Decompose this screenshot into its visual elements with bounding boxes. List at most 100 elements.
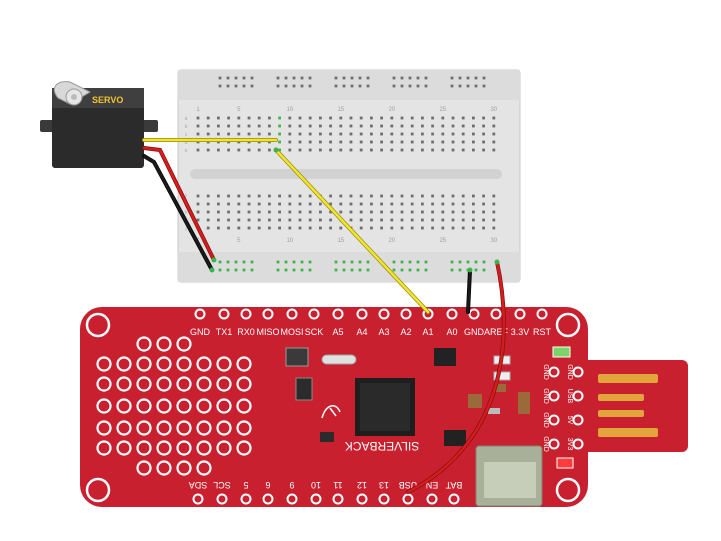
top-pin-hole [218,308,230,320]
breadboard-hole [247,202,251,206]
breadboard-hole [441,194,445,198]
breadboard-hole [390,202,394,206]
breadboard-hole [461,226,465,230]
power-wire [142,146,216,262]
breadboard-hole [319,140,322,144]
rail-hole [218,84,222,88]
bottom-pin-hole [426,493,438,505]
bottom-pin-hole [356,493,368,505]
breadboard-hole [278,210,281,214]
servo-motor: SERVO [40,81,158,168]
breadboard-hole [370,218,373,222]
breadboard-hole [319,218,322,222]
breadboard-hole [349,124,353,128]
rail-hole [450,76,454,80]
rail-hole [342,260,346,264]
jumper-gnd [466,268,472,314]
proto-hole [116,356,132,372]
usb-contact [598,428,658,437]
breadboard-hole [451,210,455,214]
board-name: SILVERBACK [345,439,419,453]
proto-hole [156,460,172,476]
breadboard-hole [247,226,251,230]
proto-hole [96,440,112,456]
breadboard-hole [410,202,414,206]
usb-pin-hole [572,414,584,426]
breadboard-hole [421,116,424,120]
proto-hole [96,420,112,436]
row-letter: e [185,148,188,154]
proto-hole [176,376,192,392]
breadboard-hole [196,218,200,222]
top-pin-hole [286,308,298,320]
rail-hole [366,84,370,88]
breadboard-hole [380,116,383,120]
rail-hole [416,84,420,88]
breadboard-hole [410,140,414,144]
breadboard-hole [339,140,343,144]
breadboard-hole [482,226,485,230]
usb-pin-hole [548,366,560,378]
breadboard-hole [278,218,281,222]
usb-contact [598,374,658,383]
column-number: 20 [388,107,395,113]
breadboard-hole [237,116,241,120]
proto-hole [116,398,132,414]
breadboard-hole [268,148,271,152]
breadboard-hole [441,132,445,136]
breadboard-hole [390,226,394,230]
breadboard-hole [400,148,404,152]
breadboard-hole [441,226,445,230]
proto-hole [116,376,132,392]
breadboard-hole [461,116,465,120]
proto-hole [116,440,132,456]
top-pin-label: A0 [446,327,457,337]
proto-hole [196,460,212,476]
top-pin-hole [262,308,274,320]
jumper-gnd-end [467,267,473,273]
microcontroller-die [360,383,410,431]
rail-hole [234,84,238,88]
usb-pin-hole [572,390,584,402]
rail-hole [392,84,396,88]
breadboard-hole [308,148,312,152]
breadboard-hole [298,116,302,120]
rail-hole [358,260,362,264]
breadboard-hole [359,210,363,214]
usb-contact [598,410,644,417]
rail-hole [342,76,346,80]
breadboard-hole [380,194,383,198]
breadboard-hole [482,210,485,214]
breadboard-hole [390,132,394,136]
breadboard-hole [472,194,475,198]
breadboard-hole [268,218,271,222]
rail-hole [392,268,396,272]
ground-wire-end [209,267,215,273]
rail-hole [276,268,280,272]
breadboard-hole [298,210,302,214]
top-pin-label: MOSI [280,327,303,337]
breadboard-hole [472,218,475,222]
breadboard-hole [359,116,363,120]
breadboard-hole [472,140,475,144]
diode [295,377,313,401]
breadboard-hole [380,218,383,222]
servo-wires [142,138,278,273]
breadboard-hole [298,140,302,144]
rail-hole [284,76,288,80]
row-letter: c [185,132,188,138]
crystal [321,354,357,365]
rail-hole [250,84,254,88]
breadboard-hole [410,218,414,222]
proto-hole [156,420,172,436]
breadboard-hole [359,132,363,136]
bottom-pin-label: USB [399,480,418,490]
breadboard-hole [431,148,434,152]
usb-pin-hole [548,438,560,450]
breadboard-hole [206,218,210,222]
rail-hole [482,84,486,88]
rail-hole [226,268,230,272]
proto-hole [136,336,152,352]
